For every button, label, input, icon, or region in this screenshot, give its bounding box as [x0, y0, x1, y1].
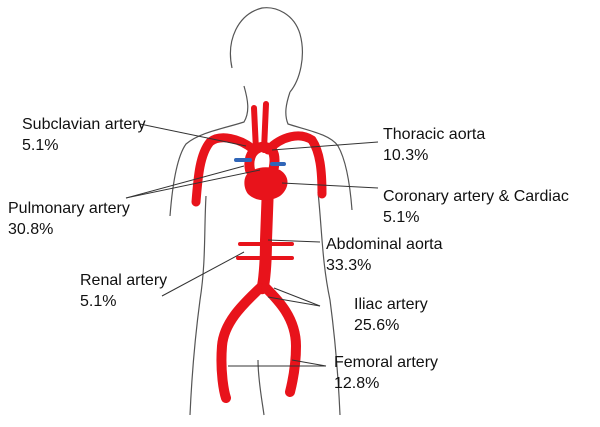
label-iliac-name: Iliac artery: [354, 294, 428, 315]
leader-renal: [162, 252, 244, 296]
leader-abdominal: [268, 240, 320, 242]
iliac-artery-left: [221, 288, 260, 398]
leader-pulmonary-1: [126, 166, 244, 198]
label-abdominal-pct: 33.3%: [326, 255, 443, 276]
label-abdominal-aorta: Abdominal aorta 33.3%: [326, 234, 443, 276]
label-subclavian-artery: Subclavian artery 5.1%: [22, 114, 146, 156]
label-abdominal-name: Abdominal aorta: [326, 234, 443, 255]
leader-thoracic: [272, 142, 378, 150]
label-pulmonary-artery: Pulmonary artery 30.8%: [8, 198, 130, 240]
label-subclavian-name: Subclavian artery: [22, 114, 146, 135]
label-thoracic-pct: 10.3%: [383, 145, 485, 166]
label-thoracic-name: Thoracic aorta: [383, 124, 485, 145]
label-coronary-name: Coronary artery & Cardiac: [383, 186, 569, 207]
label-iliac-artery: Iliac artery 25.6%: [354, 294, 428, 336]
label-femoral-artery: Femoral artery 12.8%: [334, 352, 438, 394]
crotch-outline: [258, 360, 264, 415]
head-outline: [230, 8, 302, 92]
label-femoral-pct: 12.8%: [334, 373, 438, 394]
label-pulmonary-name: Pulmonary artery: [8, 198, 130, 219]
iliac-artery-right: [266, 288, 296, 392]
label-coronary-artery: Coronary artery & Cardiac 5.1%: [383, 186, 569, 228]
label-iliac-pct: 25.6%: [354, 315, 428, 336]
label-subclavian-pct: 5.1%: [22, 135, 146, 156]
body-outline: [170, 8, 352, 415]
leader-coronary: [282, 183, 378, 188]
label-renal-pct: 5.1%: [80, 291, 167, 312]
label-renal-name: Renal artery: [80, 270, 167, 291]
descending-aorta: [262, 186, 268, 288]
label-pulmonary-pct: 30.8%: [8, 219, 130, 240]
label-coronary-pct: 5.1%: [383, 207, 569, 228]
label-renal-artery: Renal artery 5.1%: [80, 270, 167, 312]
label-femoral-name: Femoral artery: [334, 352, 438, 373]
label-thoracic-aorta: Thoracic aorta 10.3%: [383, 124, 485, 166]
